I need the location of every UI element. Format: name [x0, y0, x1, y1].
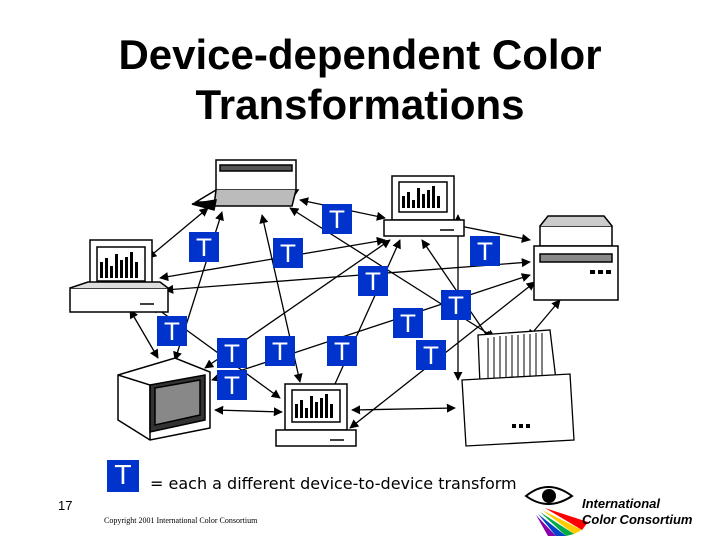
line-printer-icon	[461, 329, 575, 447]
transform-boxes: T T T T T T T T T T T T T	[157, 204, 500, 400]
desktop-monitor-icon	[275, 383, 357, 447]
transform-box: T	[441, 290, 471, 320]
monitor-icon	[69, 239, 169, 313]
svg-text:T: T	[272, 338, 288, 366]
svg-text:T: T	[224, 372, 240, 400]
transform-box: T	[217, 370, 247, 400]
svg-text:T: T	[400, 310, 416, 338]
transform-box: T	[157, 316, 187, 346]
svg-text:T: T	[365, 268, 381, 296]
svg-text:T: T	[280, 240, 296, 268]
arrow-film-desktop	[214, 405, 283, 417]
transform-box: T	[217, 338, 247, 368]
title-line-2: Transformations	[195, 81, 525, 128]
svg-text:T: T	[329, 206, 345, 234]
svg-text:T: T	[423, 342, 439, 370]
printer-icon	[533, 215, 619, 301]
icc-logo-text: International Color Consortium	[582, 496, 712, 528]
arrow-desktop-lineprinter	[351, 403, 456, 415]
eye-rainbow-icon	[524, 486, 588, 536]
svg-text:T: T	[164, 318, 180, 346]
arrow-monitor-laser	[164, 258, 531, 294]
transform-box: T	[322, 204, 352, 234]
title-line-1: Device-dependent Color	[118, 31, 602, 78]
legend-transform-box: T	[107, 460, 139, 492]
copyright-text: Copyright 2001 International Color Conso…	[104, 516, 258, 525]
svg-text:T: T	[224, 340, 240, 368]
svg-text:T: T	[448, 292, 464, 320]
desktop-monitor-icon	[383, 175, 465, 237]
logo-line-1: International	[582, 496, 661, 511]
transform-box: T	[327, 336, 357, 366]
transform-box: T	[416, 340, 446, 370]
legend-text: = each a different device-to-device tran…	[150, 474, 517, 493]
arrow-workstation-desktop	[329, 239, 401, 396]
svg-text:T: T	[334, 338, 350, 366]
transform-box: T	[393, 308, 423, 338]
svg-text:T: T	[196, 234, 212, 262]
svg-text:T: T	[477, 238, 493, 266]
arrow-monitor-film	[129, 309, 159, 359]
film-scanner-icon	[117, 357, 211, 441]
transform-box: T	[273, 238, 303, 268]
transform-box: T	[470, 236, 500, 266]
slide-number: 17	[58, 498, 73, 513]
transform-box: T	[265, 336, 295, 366]
logo-line-2: Color Consortium	[582, 512, 693, 527]
transform-box: T	[189, 232, 219, 262]
page-title: Device-dependent Color Transformations	[0, 30, 720, 130]
transform-box: T	[358, 266, 388, 296]
scanner-icon	[191, 159, 300, 211]
